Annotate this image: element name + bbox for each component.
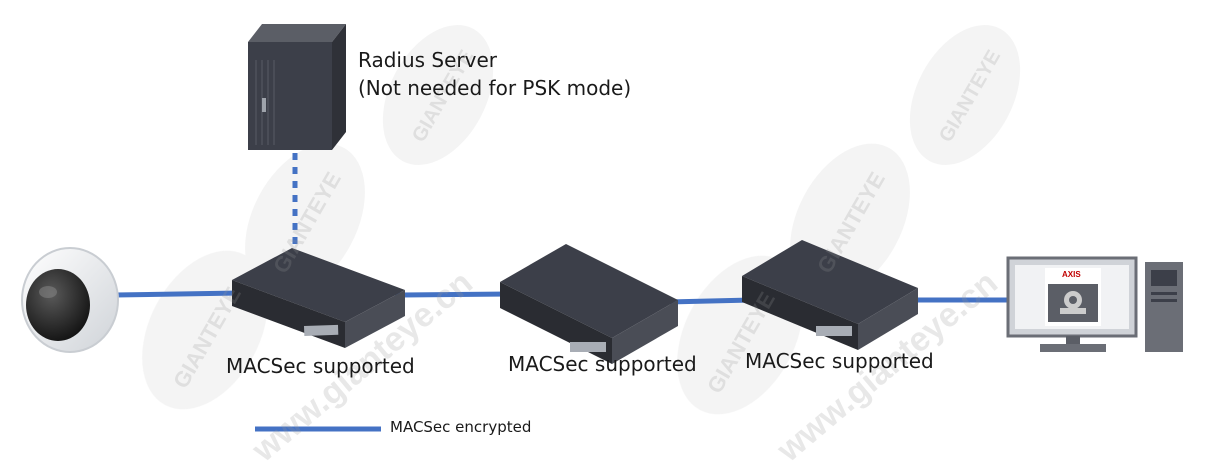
- switch-2-icon: [500, 244, 678, 364]
- switch-3-label: MACSec supported: [745, 349, 934, 373]
- link-camera-switch1: [114, 290, 241, 298]
- switch-2-label: MACSec supported: [508, 352, 697, 376]
- link-switch1-switch2: [394, 291, 511, 298]
- dome-camera-icon: [21, 247, 119, 353]
- radius-server-note: (Not needed for PSK mode): [358, 76, 632, 100]
- workstation-icon: [1006, 256, 1183, 352]
- radius-server-icon: [248, 24, 346, 150]
- diagram-canvas: [21, 24, 1183, 432]
- legend-label: MACSec encrypted: [390, 418, 532, 436]
- network-diagram: AXIS GIANTEYE GIANTEYE GIANTEYE GIANTEYE…: [21, 24, 1183, 469]
- radius-server-title: Radius Server: [358, 48, 498, 72]
- switch-1-icon: [232, 248, 405, 348]
- switch-1-label: MACSec supported: [226, 354, 415, 378]
- radius-server-label: Radius Server (Not needed for PSK mode): [358, 46, 631, 102]
- encrypted-links: [114, 153, 1010, 305]
- link-switch2-switch3: [667, 297, 753, 305]
- axis-logo: AXIS: [1062, 270, 1081, 279]
- switch-3-icon: [742, 240, 918, 350]
